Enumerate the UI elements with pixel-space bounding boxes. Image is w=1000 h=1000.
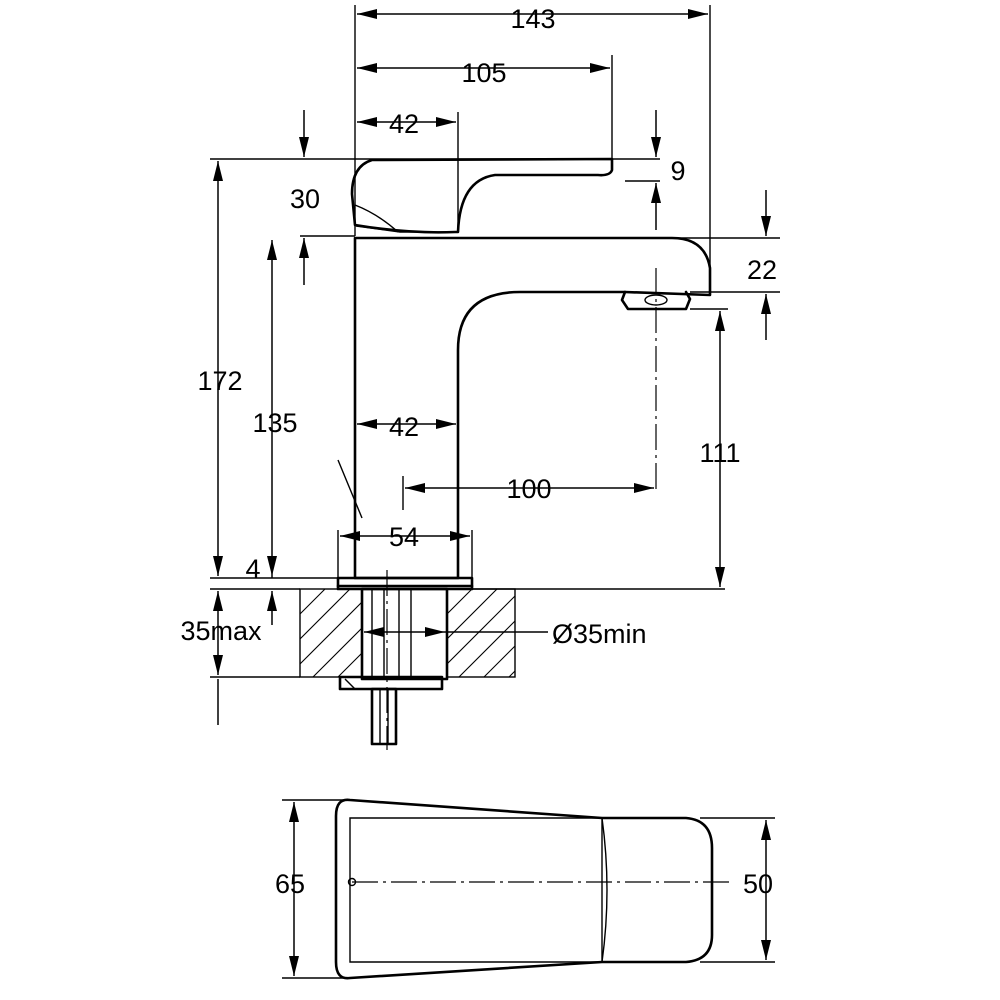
dim-base-width: 54 [389, 522, 419, 552]
dim-body-width: 42 [389, 412, 419, 442]
dim-spout-projection: 100 [506, 474, 551, 504]
aerator [620, 290, 692, 311]
dim-outlet-height: 111 [699, 438, 740, 468]
dim-base-plate: 4 [245, 554, 260, 584]
dim-plan-width: 50 [743, 869, 773, 899]
dim-spout-thickness: 22 [747, 255, 777, 285]
dim-hole-diameter: Ø35min [552, 619, 647, 649]
mounting-assembly [338, 587, 449, 746]
dim-counter-thickness: 35max [180, 616, 262, 646]
plan-outline [334, 798, 714, 980]
dim-handle-height: 30 [290, 184, 320, 214]
plan-lever [349, 817, 603, 963]
break-mark [337, 459, 363, 519]
lever-handle [350, 157, 614, 234]
dim-plan-length: 65 [275, 869, 305, 899]
dimension-labels: 143 105 42 9 30 22 172 135 42 111 100 54… [180, 4, 777, 899]
dim-total-height: 172 [197, 366, 242, 396]
dim-body-height: 135 [252, 408, 297, 438]
plan-view [282, 798, 775, 980]
faucet-body-outline [353, 236, 712, 580]
elevation-view [299, 157, 712, 746]
dim-handle-tip: 9 [670, 156, 685, 186]
dimension-lines [210, 5, 780, 750]
dim-overall-width: 143 [510, 4, 555, 34]
countertop-section [299, 588, 516, 678]
base-plate [336, 576, 474, 591]
dim-handle-reach: 105 [461, 58, 506, 88]
dim-handle-width: 42 [389, 109, 419, 139]
